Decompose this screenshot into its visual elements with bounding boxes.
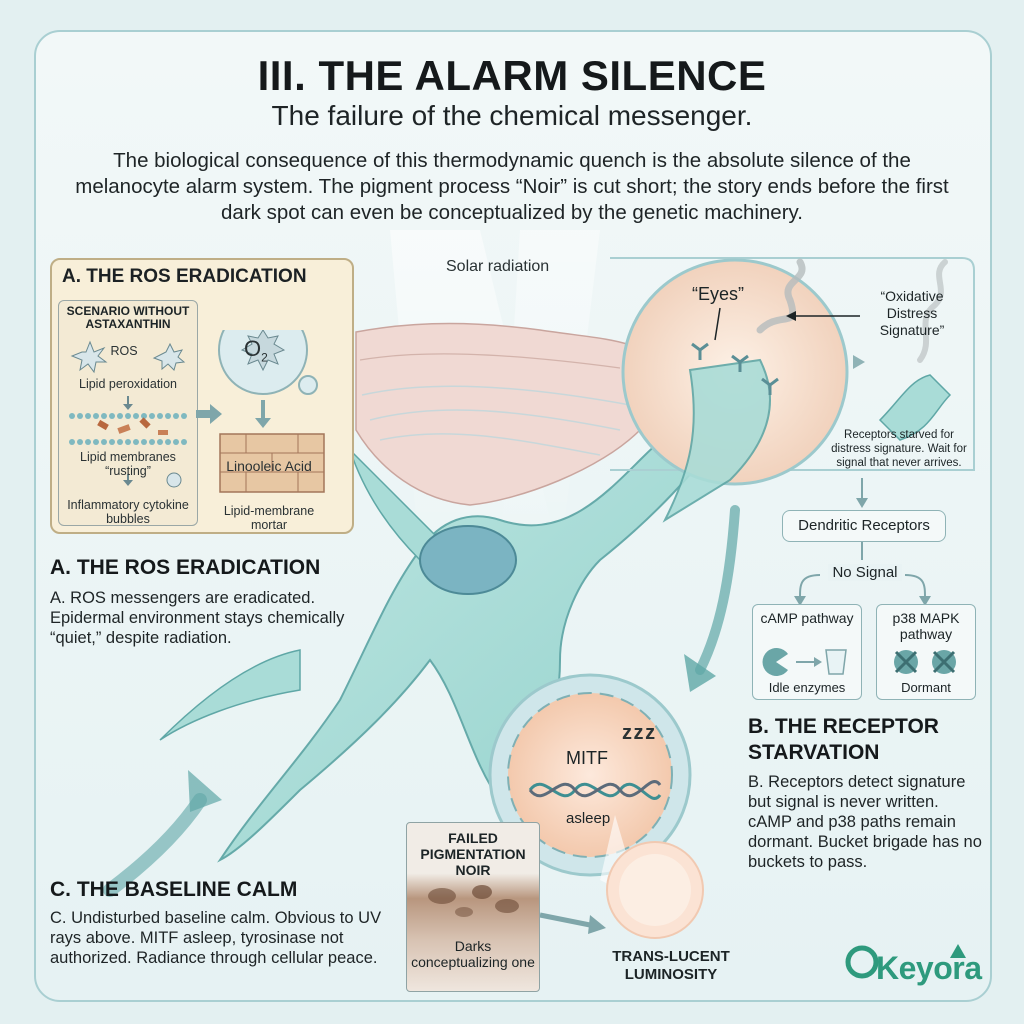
cross-icon (894, 650, 918, 674)
brick-wall-icon (219, 433, 325, 493)
receptor-panel (610, 257, 975, 471)
small-arrow (853, 355, 865, 369)
page-title: III. THE ALARM SILENCE (257, 52, 767, 99)
flow-arrow (799, 574, 821, 599)
p38-caption: Dormant (901, 680, 951, 695)
zzz-label: z z z (622, 722, 655, 744)
page-subtitle: The failure of the chemical messenger. (271, 100, 753, 131)
empty-bucket-icon (825, 649, 847, 675)
receptor-eyes (691, 342, 779, 395)
ros-star-icon (70, 340, 108, 374)
signature-pointer-head (786, 311, 796, 321)
distress-smoke-small (917, 259, 948, 363)
failed-pigmentation-title: FAILED PIGMENTATION NOIR (420, 830, 526, 878)
eyes-pointer (714, 307, 721, 341)
nucleus-zoom-inner (507, 692, 673, 858)
lipid-mortar-label: Lipid-membrane mortar (223, 504, 315, 532)
dendrite (159, 649, 301, 741)
skin-layer (355, 322, 641, 506)
cell-nucleus (419, 525, 517, 595)
ros-star-icon (152, 342, 186, 371)
enzyme-arrow-head (814, 657, 822, 667)
camp-caption: Idle enzymes (768, 680, 846, 695)
receptors-starved-note: Receptors starved for distress signature… (831, 429, 967, 469)
oxidative-signature-label: “Oxidative Distress Signature” (879, 288, 945, 338)
luminosity-glow (619, 854, 691, 926)
cytokine-bubble-icon (166, 472, 182, 488)
no-signal-label: No Signal (828, 564, 902, 581)
down-arrow-teal-head (255, 418, 271, 428)
calm-arrow-head (188, 770, 222, 812)
p38-pathway-title: p38 MAPK pathway (892, 610, 960, 642)
dark-spot (495, 899, 519, 913)
dark-spot (472, 885, 492, 899)
lipid-membrane-icon (68, 413, 188, 445)
section-c-body: C. Undisturbed baseline calm. Obvious to… (50, 909, 382, 967)
enzyme-pacman-icon (762, 648, 788, 676)
down-arrow-head (123, 480, 133, 486)
dark-spot (428, 888, 456, 904)
skin-fiber (361, 385, 631, 406)
eyes-label: “Eyes” (692, 284, 745, 304)
ros-panel-heading: A. THE ROS ERADICATION (62, 266, 307, 287)
dormant-icons (894, 650, 956, 674)
dendrite-small (878, 374, 952, 441)
keyora-logo-icon (845, 944, 966, 979)
dark-spots (428, 885, 519, 917)
luminosity-label: TRANS-LUCENT LUMINOSITY (612, 948, 730, 983)
cross-icon (932, 650, 956, 674)
inflammatory-label: Inflammatory cytokine bubbles (67, 498, 189, 526)
down-arrow-head (123, 404, 133, 410)
scenario-title: SCENARIO WITHOUT ASTAXANTHIN (66, 304, 190, 331)
asleep-label: asleep (566, 810, 611, 827)
skin-line (359, 353, 621, 369)
section-a-heading: A. THE ROS ERADICATION (50, 556, 321, 579)
dna-helix (528, 780, 662, 800)
o2-label: O2 (244, 336, 268, 365)
idle-enzyme-icons (762, 648, 847, 676)
lipid-rusting-label: Lipid membranes “rusting” (80, 450, 176, 478)
calm-arrow (103, 793, 207, 897)
camp-pathway-title: cAMP pathway (760, 610, 854, 626)
section-c-heading: C. THE BASELINE CALM (50, 878, 298, 901)
flow-arrow (904, 574, 926, 599)
zoom-arrow-head (684, 654, 716, 692)
ros-label: ROS (110, 344, 138, 358)
section-a-body: A. ROS messengers are eradicated. Epider… (50, 589, 345, 647)
dendrite-tip (662, 358, 771, 523)
section-b-body: B. Receptors detect signature but signal… (748, 773, 982, 871)
solar-radiation-label: Solar radiation (446, 258, 550, 275)
skin-fiber (369, 409, 621, 431)
skin-fiber (379, 433, 601, 456)
right-arrow (196, 404, 222, 424)
small-bubble-icon (298, 375, 318, 395)
dark-spot (455, 907, 473, 917)
flow-arrow-head (856, 498, 868, 508)
ros-panel-icons (68, 330, 325, 493)
failed-arrow (539, 912, 591, 928)
flow-arrow-head (794, 596, 806, 606)
flow-arrow-head (919, 596, 931, 606)
lipid-peroxidation-label: Lipid peroxidation (79, 377, 177, 391)
failed-pigmentation-caption: Darks conceptualizing one (411, 938, 535, 970)
dendritic-receptors-box: Dendritic Receptors (782, 510, 946, 542)
ros-burst-icon (240, 330, 286, 372)
zoom-arrow (695, 505, 740, 675)
p38-pathway-card (876, 604, 976, 700)
keyora-logo: Keyora (876, 950, 982, 986)
mitf-label: MITF (566, 748, 608, 768)
intro-paragraph: The biological consequence of this therm… (75, 149, 949, 224)
linoleic-label: Linooleic Acid (226, 458, 312, 474)
failed-arrow-head (588, 915, 606, 934)
distress-smoke (756, 258, 806, 334)
section-b-heading: B. THE RECEPTOR STARVATION (748, 715, 939, 764)
